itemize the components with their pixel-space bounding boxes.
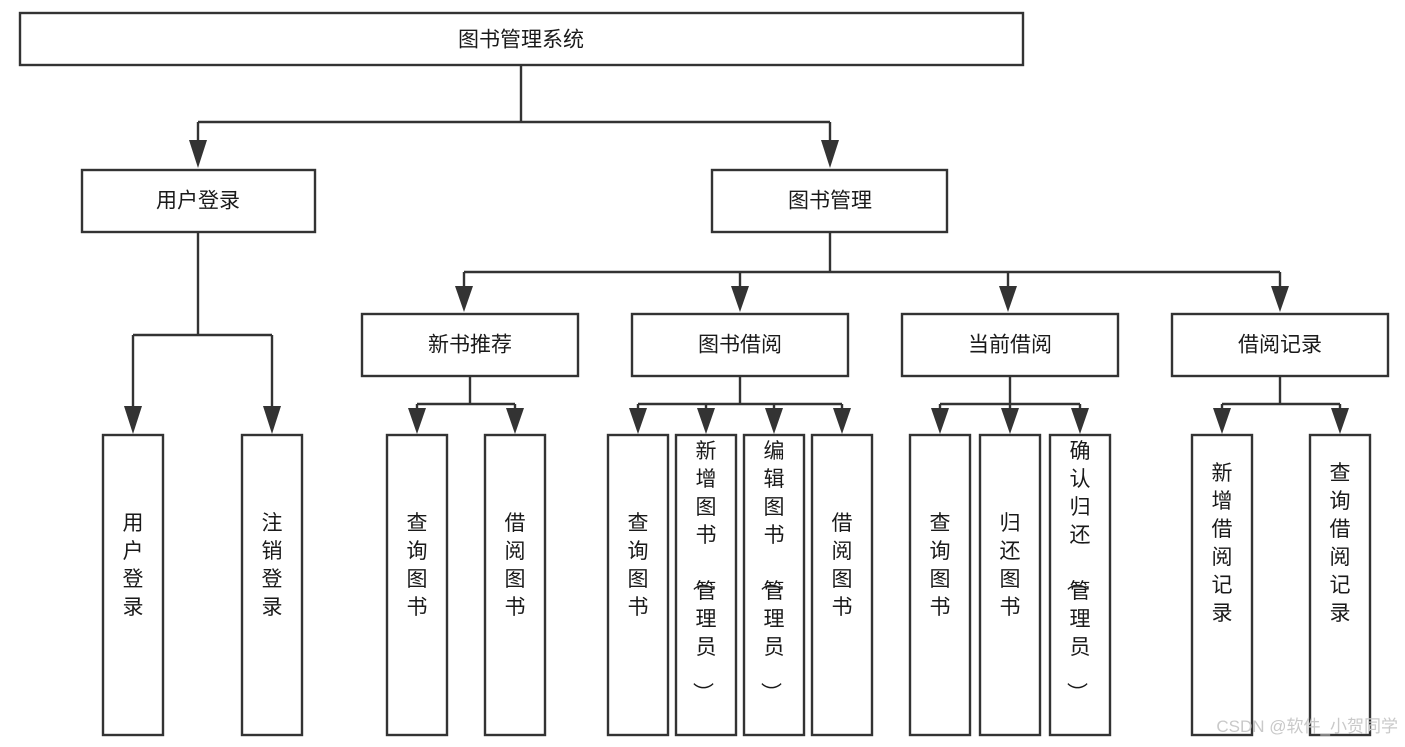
arrow-icon-bb-leaf-3 [765, 408, 783, 434]
node-leaf-br-query-record[interactable]: 查询借阅记录 [1308, 433, 1372, 737]
node-book-management[interactable]: 图书管理 [710, 168, 949, 234]
node-leaf-nbr-query-book[interactable]: 查询图书 [385, 433, 449, 737]
node-leaf-bb-edit-book[interactable]: 编辑图书（管理员） [742, 433, 806, 737]
arrow-icon-to-book-management [821, 140, 839, 168]
csdn-watermark: CSDN @软件_小贺同学 [1216, 717, 1398, 736]
node-leaf-nbr-query-book-label: 查询图书 [407, 512, 428, 619]
arrow-icon-nbr-leaf-1 [408, 408, 426, 434]
node-leaf-br-query-record-box [1308, 433, 1372, 737]
node-leaf-cb-confirm-return-box [1048, 433, 1112, 737]
arrow-icon-nbr-leaf-2 [506, 408, 524, 434]
node-book-borrow[interactable]: 图书借阅 [630, 312, 850, 378]
arrow-icon-bb-leaf-1 [629, 408, 647, 434]
connector-borrow-record-to-leaves [1213, 376, 1349, 434]
node-leaf-nbr-borrow-book[interactable]: 借阅图书 [483, 433, 547, 737]
node-leaf-br-query-record-label: 查询借阅记录 [1330, 462, 1351, 625]
node-leaf-bb-add-book[interactable]: 新增图书（管理员） [674, 433, 738, 737]
node-root-label: 图书管理系统 [458, 29, 584, 52]
connector-current-borrow-to-leaves [931, 376, 1089, 434]
node-leaf-cb-query-book-box [908, 433, 972, 737]
node-book-borrow-label: 图书借阅 [698, 334, 782, 357]
node-leaf-logout-box [240, 433, 304, 737]
node-leaf-logout-label: 注销登录 [262, 512, 283, 619]
arrow-icon-bb-leaf-2 [697, 408, 715, 434]
node-leaf-bb-add-book-label: 新增图书（管理员） [691, 440, 717, 703]
connector-book-borrow-to-leaves [629, 376, 851, 434]
arrow-icon-cb-leaf-1 [931, 408, 949, 434]
node-leaf-bb-edit-book-label: 编辑图书（管理员） [759, 440, 785, 703]
node-leaf-cb-return-book-label: 归还图书 [1000, 512, 1021, 619]
arrow-icon-cb-leaf-3 [1071, 408, 1089, 434]
node-leaf-bb-add-book-box [674, 433, 738, 737]
node-leaf-cb-query-book[interactable]: 查询图书 [908, 433, 972, 737]
node-leaf-cb-confirm-return-label: 确认归还（管理员） [1065, 440, 1091, 703]
arrow-icon-br-leaf-2 [1331, 408, 1349, 434]
arrow-icon-to-new-book-recommend [455, 286, 473, 312]
arrow-icon-bb-leaf-4 [833, 408, 851, 434]
node-new-book-recommend-box [360, 312, 580, 378]
arrow-icon-to-borrow-record [1271, 286, 1289, 312]
node-leaf-br-add-record[interactable]: 新增借阅记录 [1190, 433, 1254, 737]
node-leaf-nbr-query-book-box [385, 433, 449, 737]
node-current-borrow-label: 当前借阅 [968, 334, 1052, 357]
node-borrow-record[interactable]: 借阅记录 [1170, 312, 1390, 378]
node-leaf-bb-query-book-box [606, 433, 670, 737]
node-leaf-user-login-label: 用户登录 [123, 512, 144, 619]
node-current-borrow-box [900, 312, 1120, 378]
node-book-management-box [710, 168, 949, 234]
node-user-login-box [80, 168, 317, 234]
node-leaf-bb-borrow-book-box [810, 433, 874, 737]
arrow-icon-cb-leaf-2 [1001, 408, 1019, 434]
node-book-borrow-box [630, 312, 850, 378]
node-leaf-bb-borrow-book[interactable]: 借阅图书 [810, 433, 874, 737]
arrow-icon-br-leaf-1 [1213, 408, 1231, 434]
node-leaf-user-login-box [101, 433, 165, 737]
node-user-login-label: 用户登录 [156, 190, 240, 213]
node-root-box [18, 11, 1025, 67]
node-borrow-record-label: 借阅记录 [1238, 334, 1322, 357]
node-leaf-cb-return-book[interactable]: 归还图书 [978, 433, 1042, 737]
node-leaf-bb-borrow-book-label: 借阅图书 [832, 512, 853, 619]
node-leaf-nbr-borrow-book-box [483, 433, 547, 737]
node-book-management-label: 图书管理 [788, 190, 872, 213]
node-leaf-bb-query-book-label: 查询图书 [628, 512, 649, 619]
arrow-icon-to-current-borrow [999, 286, 1017, 312]
connector-new-book-recommend-to-leaves [408, 376, 524, 434]
node-leaf-br-add-record-box [1190, 433, 1254, 737]
node-leaf-br-add-record-label: 新增借阅记录 [1212, 462, 1233, 625]
node-leaf-cb-query-book-label: 查询图书 [930, 512, 951, 619]
node-leaf-user-login[interactable]: 用户登录 [101, 433, 165, 737]
connector-book-management-to-level3 [455, 232, 1289, 312]
node-leaf-logout[interactable]: 注销登录 [240, 433, 304, 737]
node-leaf-bb-edit-book-box [742, 433, 806, 737]
arrow-icon-leaf-user-login [124, 406, 142, 434]
node-leaf-bb-query-book[interactable]: 查询图书 [606, 433, 670, 737]
connector-user-login-to-leaves [124, 232, 281, 434]
arrow-icon-leaf-logout [263, 406, 281, 434]
arrow-icon-to-book-borrow [731, 286, 749, 312]
node-leaf-nbr-borrow-book-label: 借阅图书 [505, 512, 526, 619]
node-root-library-system[interactable]: 图书管理系统 [18, 11, 1025, 67]
node-leaf-cb-return-book-box [978, 433, 1042, 737]
node-current-borrow[interactable]: 当前借阅 [900, 312, 1120, 378]
node-user-login[interactable]: 用户登录 [80, 168, 317, 234]
arrow-icon-to-user-login [189, 140, 207, 168]
node-new-book-recommend-label: 新书推荐 [428, 334, 512, 357]
node-leaf-cb-confirm-return[interactable]: 确认归还（管理员） [1048, 433, 1112, 737]
node-borrow-record-box [1170, 312, 1390, 378]
node-new-book-recommend[interactable]: 新书推荐 [360, 312, 580, 378]
connector-root-to-level2 [189, 65, 839, 168]
